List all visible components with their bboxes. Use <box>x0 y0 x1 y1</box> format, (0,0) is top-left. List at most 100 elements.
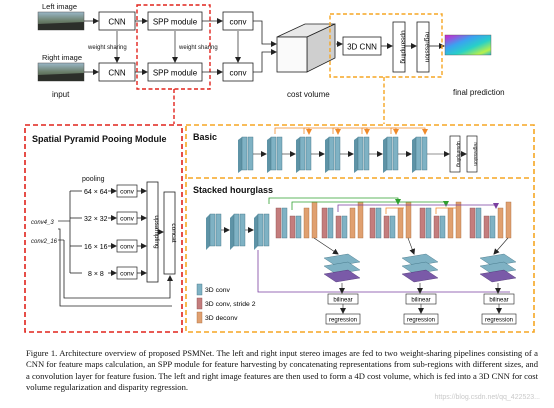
basic-upsampling-label: upsampling <box>455 141 461 167</box>
hg-head-3: bilinear regression <box>479 237 517 325</box>
spp-label-right: SPP module <box>153 69 198 78</box>
spp-branches: 64 × 64 conv 32 × 32 conv 16 × 16 conv 8… <box>70 184 147 280</box>
basic-skip-3 <box>332 127 370 135</box>
legend-item-3d-deconv: 3D deconv <box>196 311 238 324</box>
spp-concat-box <box>163 191 176 275</box>
hourglass-units <box>275 201 512 239</box>
spp-scale-64: 64 × 64 <box>84 189 108 196</box>
cnn3d-label: 3D CNN <box>347 43 377 52</box>
spp-pooling-label: pooling <box>82 176 105 183</box>
regression-label-top: regression <box>424 32 431 63</box>
upsampling-box-top <box>392 21 406 73</box>
figure-caption: Figure 1. Architecture overview of propo… <box>26 348 538 393</box>
cnn3d-detail-panel <box>185 124 535 333</box>
spp-scale-8: 8 × 8 <box>88 271 104 278</box>
basic-skip-2 <box>303 127 341 135</box>
legend-item-3d-conv-stride2: 3D conv, stride 2 <box>196 297 256 310</box>
svg-text:conv: conv <box>120 189 134 196</box>
spp-panel-title: Spatial Pyramid Pooing Module <box>32 134 167 144</box>
hg-stem-block-1 <box>206 213 222 250</box>
arrow-conv-right-to-cost <box>253 49 277 73</box>
hg-head-1-regression: regression <box>329 318 357 324</box>
final-prediction-label: final prediction <box>453 88 505 97</box>
hg-output-heads: bilinear regression bilinear regression … <box>313 237 517 325</box>
basic-block-row <box>238 127 450 173</box>
svg-text:conv: conv <box>120 216 134 223</box>
spp-branch-16: 16 × 16 conv <box>70 239 147 253</box>
hourglass-stem <box>206 213 270 250</box>
spp-dashed-highlight <box>136 4 211 90</box>
basic-block-2 <box>267 136 283 173</box>
weight-sharing-label-1: weight sharing <box>87 45 127 51</box>
conv-label-left: conv <box>230 18 247 27</box>
hourglass-5 <box>469 201 512 239</box>
basic-block-7 <box>412 136 428 173</box>
right-image-label: Right image <box>42 53 82 62</box>
hg-stem-block-2 <box>230 213 246 250</box>
hg-head-2: bilinear regression <box>401 237 439 325</box>
basic-skip-4 <box>361 127 399 135</box>
svg-text:conv: conv <box>120 244 134 251</box>
spp-detail-panel <box>24 124 183 333</box>
basic-block-6 <box>383 136 399 173</box>
cost-volume-label: cost volume <box>287 90 330 99</box>
regression-box-top <box>416 21 430 73</box>
hg-skip-purple-1 <box>337 203 499 212</box>
right-image-road <box>38 73 84 81</box>
basic-regression-label: regression <box>472 142 478 166</box>
cnn-label-right: CNN <box>108 69 126 78</box>
svg-text:3D deconv: 3D deconv <box>205 315 238 322</box>
hourglass-4 <box>419 201 462 239</box>
legend-item-3d-conv: 3D conv <box>196 283 231 296</box>
hg-skip-green-1 <box>268 197 401 205</box>
svg-text:conv: conv <box>120 271 134 278</box>
upsampling-label-top: upsampling <box>400 30 407 64</box>
hg-head-1-bilinear: bilinear <box>333 298 352 304</box>
input-label: input <box>52 90 70 99</box>
cnn-label-left: CNN <box>108 18 126 27</box>
spp-scale-16: 16 × 16 <box>84 244 108 251</box>
hourglass-2 <box>321 201 364 239</box>
conv-label-right: conv <box>230 69 247 78</box>
hg-head-2-regression: regression <box>407 318 435 324</box>
basic-title: Basic <box>193 132 217 142</box>
left-image-label: Left image <box>42 2 77 11</box>
weight-sharing-label-2: weight sharing <box>178 45 218 51</box>
basic-block-4 <box>325 136 341 173</box>
basic-block-1 <box>238 136 254 173</box>
cnn3d-dashed-highlight <box>329 13 443 78</box>
hourglass-title: Stacked hourglass <box>193 185 273 195</box>
left-image-road <box>38 22 84 30</box>
basic-block-3 <box>296 136 312 173</box>
spp-upsampling-label: upsampling <box>153 215 160 249</box>
hourglass-1 <box>275 201 318 239</box>
disparity-map-thumbnail <box>444 34 492 56</box>
watermark: https://blog.csdn.net/qq_422523... <box>434 394 540 401</box>
arrow-conv-left-to-cost <box>253 20 277 47</box>
spp-concat-label: concat <box>170 223 177 242</box>
spp-conv4-3-label: conv4_3 <box>31 220 54 226</box>
spp-conv2-16-label: conv2_16 <box>31 239 58 245</box>
hg-skip-green-2 <box>291 201 449 210</box>
spp-label-left: SPP module <box>153 18 198 27</box>
legend: 3D conv 3D conv, stride 2 3D deconv <box>196 283 256 324</box>
spp-branch-64: 64 × 64 conv <box>70 184 147 198</box>
basic-skip-5 <box>390 127 428 135</box>
svg-text:3D conv: 3D conv <box>205 287 231 294</box>
hg-head-1: bilinear regression <box>313 237 361 325</box>
hg-skip-purple-long <box>257 250 510 293</box>
hg-stem-block-3 <box>254 213 270 250</box>
hg-skip-orange-2 <box>435 207 456 214</box>
hg-head-2-bilinear: bilinear <box>411 298 430 304</box>
hg-skip-orange-1 <box>385 207 404 214</box>
hourglass-3 <box>369 201 412 239</box>
basic-skip-1 <box>274 127 312 135</box>
spp-branch-32: 32 × 32 conv <box>70 211 147 225</box>
basic-block-5 <box>354 136 370 173</box>
spp-scale-32: 32 × 32 <box>84 216 108 223</box>
basic-regression-box <box>466 135 478 173</box>
spp-skip-conv2-16 <box>63 240 173 299</box>
spp-branch-8: 8 × 8 conv <box>70 266 147 280</box>
